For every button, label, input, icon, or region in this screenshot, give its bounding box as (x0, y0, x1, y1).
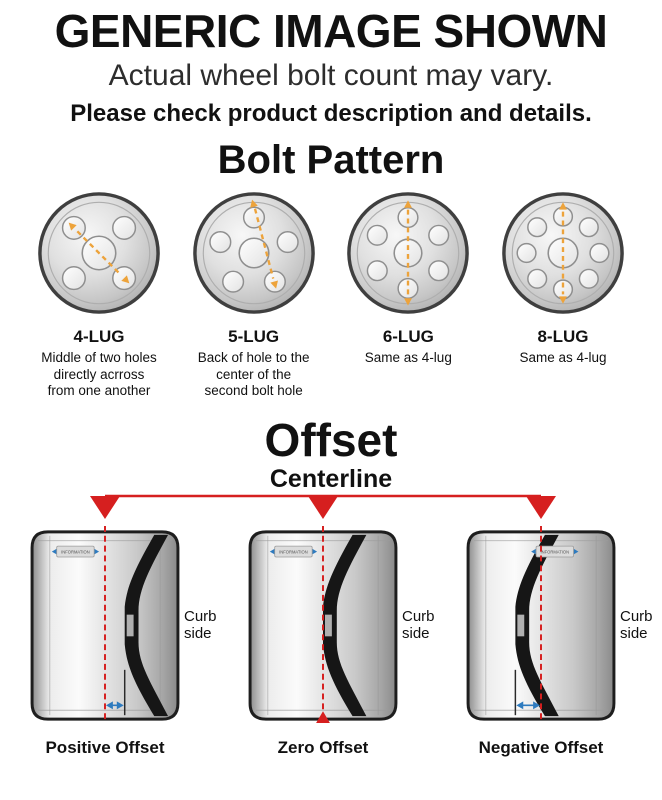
center-bore (393, 238, 423, 268)
5-lug-wheel-diagram (192, 192, 315, 315)
zero-offset-marker-icon (316, 711, 330, 724)
width-tag: INFORMATION (531, 545, 579, 558)
lug-name: 6-LUG (382, 327, 434, 347)
bolt-pattern-row: 4-LUG Middle of two holes directly acrro… (0, 181, 662, 399)
6-lug-wheel-diagram (347, 192, 470, 315)
curb-side-label: Curb side (402, 607, 435, 642)
center-bore (238, 237, 270, 269)
curb-side-label: Curb side (620, 607, 653, 642)
tag-text: INFORMATION (61, 550, 90, 555)
lug-holes (516, 206, 610, 300)
rim-ring (47, 202, 151, 305)
offset-item-negative: INFORMATION Negative Offset Curb side (462, 522, 662, 758)
lug-holes (367, 207, 450, 300)
lug-item-5: 5-LUG Back of hole to the center of the … (179, 189, 329, 399)
lug-item-4: 4-LUG Middle of two holes directly acrro… (24, 189, 174, 399)
8-lug-wheel-diagram (502, 192, 624, 315)
bolt-pattern-heading: Bolt Pattern (217, 138, 445, 183)
spoke-profile (515, 534, 559, 717)
centerline-marker-icon (526, 496, 556, 520)
centerline-label: Centerline (269, 465, 393, 494)
page-title: GENERIC IMAGE SHOWN (54, 5, 608, 57)
lug-holes (208, 206, 299, 294)
hub-bore (324, 614, 332, 637)
subtitle: Actual wheel bolt count may vary. (108, 58, 554, 92)
offset-name: Negative Offset (478, 738, 604, 758)
lug-name: 5-LUG (228, 327, 280, 347)
centerline-marker-icon (90, 496, 120, 520)
tag-text: INFORMATION (541, 550, 570, 555)
header: GENERIC IMAGE SHOWN Actual wheel bolt co… (0, 0, 662, 128)
lug-name: 4-LUG (73, 327, 125, 347)
centerline-graphic (90, 494, 556, 520)
note-text: Please check product description and det… (70, 100, 592, 128)
hub-bore (517, 614, 525, 637)
lug-name: 8-LUG (537, 327, 589, 347)
lug-description: Back of hole to the center of the second… (197, 350, 310, 399)
offset-item-positive: INFORMATION Positive Offset Curb side (26, 522, 236, 758)
hub-bore (126, 614, 134, 637)
lug-description: Middle of two holes directly acrross fro… (41, 350, 157, 399)
4-lug-wheel-diagram (38, 192, 160, 315)
tag-text: INFORMATION (279, 550, 308, 555)
offset-item-zero: INFORMATION Zero Offset Curb side (244, 522, 454, 758)
offset-heading: Offset (264, 413, 398, 466)
measurement-dashed-line (249, 199, 278, 290)
offset-measure-arrow (105, 701, 124, 710)
offset-name: Positive Offset (45, 738, 165, 758)
offset-diagrams-row: INFORMATION Positive Offset Curb side (0, 522, 662, 758)
width-tag: INFORMATION (269, 545, 318, 558)
spoke-profile (323, 534, 367, 717)
lug-item-8: 8-LUG Same as 4-lug (488, 189, 638, 399)
measurement-dashed-line (559, 202, 567, 305)
negative-offset-diagram: INFORMATION (466, 525, 616, 723)
positive-offset-diagram: INFORMATION (30, 525, 180, 723)
centerline-area: Centerline (0, 465, 662, 522)
offset-name: Zero Offset (277, 738, 369, 758)
lug-description: Same as 4-lug (519, 350, 607, 366)
spoke-profile (124, 534, 169, 717)
lug-description: Same as 4-lug (364, 350, 452, 366)
width-tag: INFORMATION (51, 545, 100, 558)
measurement-dashed-line (68, 222, 130, 284)
measurement-dashed-line (404, 200, 413, 307)
curb-side-label: Curb side (184, 607, 217, 642)
lug-item-6: 6-LUG Same as 4-lug (333, 189, 483, 399)
centerline-marker-icon (308, 496, 338, 520)
offset-measure-arrow (516, 701, 541, 710)
zero-offset-diagram: INFORMATION (248, 525, 398, 724)
